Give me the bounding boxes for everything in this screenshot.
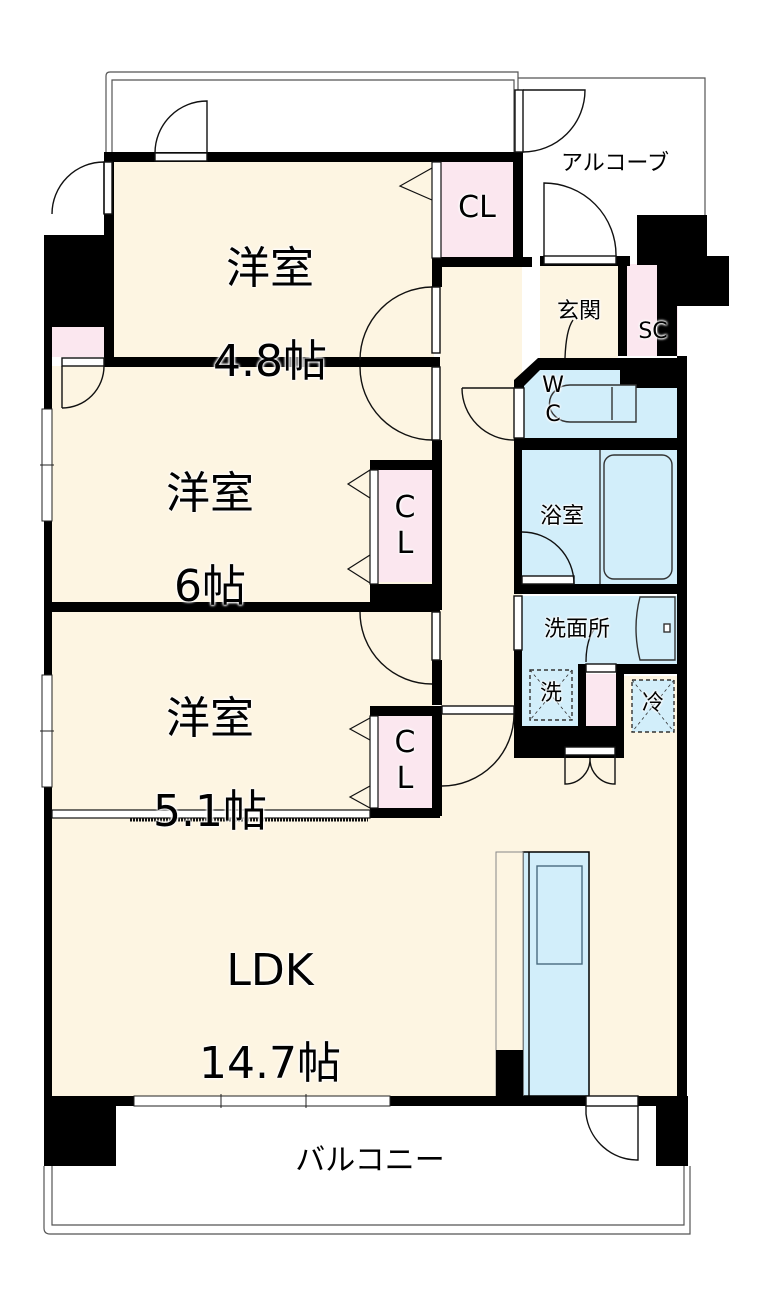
western-room-1-size: 4.8帖 — [213, 335, 327, 387]
ldk-label: LDK 14.7帖 — [160, 902, 380, 1133]
ldk-name: LDK — [226, 945, 314, 997]
closet-1-floor — [441, 162, 513, 258]
stove-icon — [536, 865, 583, 965]
windows — [40, 408, 391, 1108]
hallway-floor — [440, 264, 522, 824]
bottom-balcony-outline — [43, 1166, 691, 1235]
shoe-closet-label: SC — [638, 319, 668, 344]
walls — [44, 152, 729, 1166]
kitchen-counter — [522, 851, 590, 1097]
western-room-3-name: 洋室 — [166, 693, 254, 745]
closet-2-floor — [378, 470, 432, 582]
fixtures — [528, 384, 676, 1096]
ldk-size: 14.7帖 — [199, 1037, 341, 1089]
alcove-label: アルコーブ — [560, 151, 670, 176]
storage-left-floor — [52, 327, 104, 357]
western-room-2-label: 洋室 6帖 — [130, 425, 290, 656]
sink-icon — [635, 596, 676, 661]
balcony-label: バルコニー — [295, 1143, 445, 1178]
toilet-label: W C — [542, 373, 564, 427]
western-room-2-size: 6帖 — [174, 560, 246, 612]
western-room-2-name: 洋室 — [166, 468, 254, 520]
washer-space-label: 洗 — [539, 681, 562, 706]
closet-1-label: CL — [458, 190, 496, 225]
bathroom-label: 浴室 — [539, 504, 584, 529]
closet-3-label: C L — [394, 725, 416, 796]
toilet-icon — [548, 384, 637, 423]
western-room-3-label: 洋室 5.1帖 — [130, 650, 290, 881]
storage-wash-floor — [586, 674, 616, 726]
closet-2-label: C L — [394, 490, 416, 561]
washer-icon — [529, 669, 573, 721]
western-room-3-size: 5.1帖 — [153, 785, 267, 837]
doors — [51, 89, 639, 1161]
washroom-label: 洗面所 — [543, 617, 610, 642]
western-room-1-name: 洋室 — [226, 243, 314, 295]
washer-floor — [522, 664, 578, 726]
fridge-space-label: 冷 — [641, 691, 664, 716]
closet-3-floor — [378, 716, 432, 808]
entrance-floor — [540, 264, 618, 358]
western-room-1-label: 洋室 4.8帖 — [190, 200, 350, 431]
top-balcony-outline — [105, 71, 706, 215]
bathtub-icon — [603, 454, 673, 580]
entrance-label: 玄関 — [556, 299, 601, 324]
western-room-1-floor — [112, 160, 434, 357]
closet-folding-doors — [51, 161, 442, 822]
